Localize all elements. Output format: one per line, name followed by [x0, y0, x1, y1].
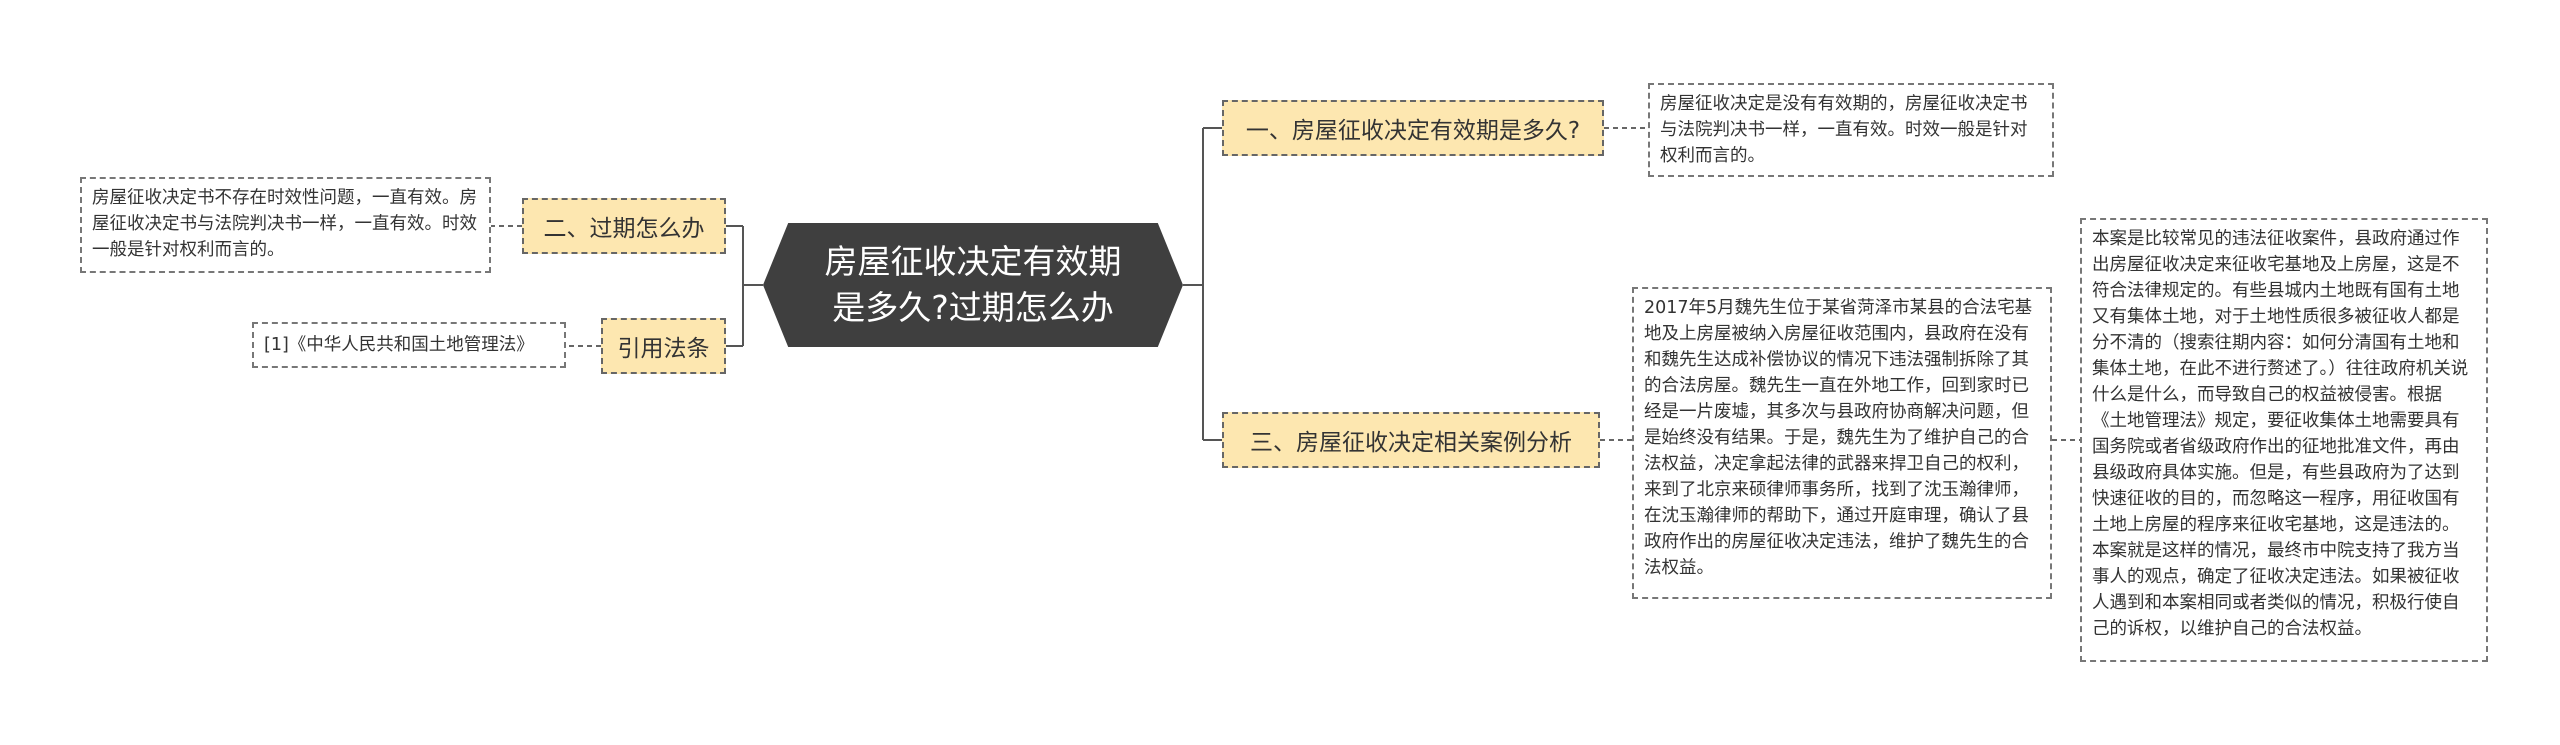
leaf-case-commentary-text: 本案是比较常见的违法征收案件，县政府通过作出房屋征收决定来征收宅基地及上房屋，这… — [2092, 229, 2469, 639]
leaf-case-story-text: 2017年5月魏先生位于某省菏泽市某县的合法宅基地及上房屋被纳入房屋征收范围内，… — [1644, 298, 2033, 578]
branch-validity-period[interactable]: 一、房屋征收决定有效期是多久? — [1222, 100, 1604, 156]
branch-cited-law[interactable]: 引用法条 — [601, 318, 726, 374]
leaf-validity-answer[interactable]: 房屋征收决定是没有有效期的，房屋征收决定书与法院判决书一样，一直有效。时效一般是… — [1648, 83, 2054, 177]
branch-case-analysis-label: 三、房屋征收决定相关案例分析 — [1250, 430, 1572, 456]
branch-expired-what-to-do[interactable]: 二、过期怎么办 — [522, 198, 726, 254]
connector-center-right-branches — [1183, 127, 1222, 441]
central-topic-label: 房屋征收决定有效期是多久?过期怎么办 — [824, 242, 1122, 327]
branch-expired-what-to-do-label: 二、过期怎么办 — [543, 216, 705, 242]
branch-cited-law-label: 引用法条 — [617, 336, 710, 362]
leaf-law-reference-text: [1]《中华人民共和国土地管理法》 — [264, 335, 534, 355]
connector-center-left-branches — [726, 225, 763, 347]
leaf-expired-answer[interactable]: 房屋征收决定书不存在时效性问题，一直有效。房屋征收决定书与法院判决书一样，一直有… — [80, 177, 491, 273]
central-topic[interactable]: 房屋征收决定有效期是多久?过期怎么办 — [763, 223, 1183, 347]
leaf-expired-answer-text: 房屋征收决定书不存在时效性问题，一直有效。房屋征收决定书与法院判决书一样，一直有… — [92, 188, 477, 260]
leaf-law-reference[interactable]: [1]《中华人民共和国土地管理法》 — [252, 322, 566, 368]
leaf-case-commentary[interactable]: 本案是比较常见的违法征收案件，县政府通过作出房屋征收决定来征收宅基地及上房屋，这… — [2080, 218, 2488, 662]
branch-validity-period-label: 一、房屋征收决定有效期是多久? — [1245, 118, 1581, 144]
leaf-validity-answer-text: 房屋征收决定是没有有效期的，房屋征收决定书与法院判决书一样，一直有效。时效一般是… — [1660, 94, 2028, 166]
branch-case-analysis[interactable]: 三、房屋征收决定相关案例分析 — [1222, 412, 1600, 468]
leaf-case-story[interactable]: 2017年5月魏先生位于某省菏泽市某县的合法宅基地及上房屋被纳入房屋征收范围内，… — [1632, 287, 2052, 599]
